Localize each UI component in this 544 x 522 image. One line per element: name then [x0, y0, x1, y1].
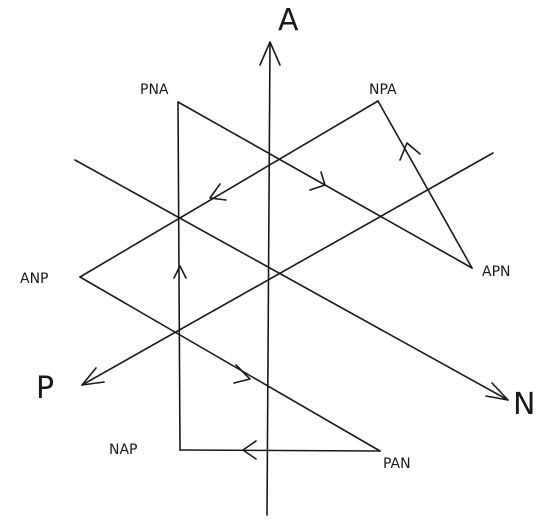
vertex-label-nap: NAP: [109, 442, 138, 458]
edge-pna-apn-arrow: [309, 171, 326, 191]
edge-apn-npa: [377, 100, 473, 269]
axis-p-line: [81, 152, 494, 386]
axis-n-arrowhead: [485, 382, 509, 401]
edge-npa-anp: [79, 100, 379, 278]
edge-nap-pna: [177, 101, 181, 451]
edge-pan-nap-arrow: [242, 440, 257, 460]
axis-n-line: [74, 159, 509, 401]
vertex-label-pan: PAN: [383, 456, 411, 472]
axis-n-label: N: [513, 387, 535, 422]
edge-pan-nap: [179, 449, 381, 452]
axis-a-label: A: [278, 3, 299, 38]
axis-a-arrowhead: [259, 41, 281, 66]
axis-p-arrowhead: [81, 367, 105, 386]
vertex-label-anp: ANP: [20, 271, 49, 287]
vertex-label-apn: APN: [482, 264, 511, 280]
axis-a-line: [266, 41, 271, 516]
edge-anp-pan-arrow: [233, 364, 251, 384]
vertex-label-pna: PNA: [140, 82, 169, 98]
axis-p-label: P: [36, 371, 54, 406]
vertex-label-npa: NPA: [369, 82, 397, 98]
edge-npa-anp-arrow: [209, 183, 227, 201]
edge-apn-npa-arrow: [399, 142, 421, 161]
edge-nap-pna-arrow: [173, 265, 187, 279]
edge-anp-pan: [79, 276, 381, 452]
